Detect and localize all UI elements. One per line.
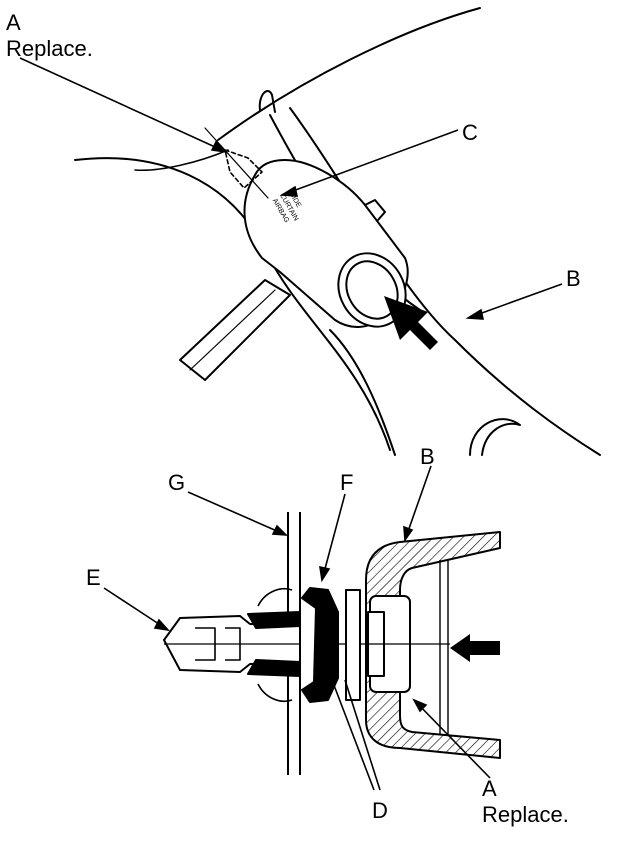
rotation-arc-lower xyxy=(257,683,293,702)
rotation-arc-upper xyxy=(257,588,293,607)
roof-edge-line xyxy=(217,7,481,141)
callout-labels: A Replace. C B B G F E D A Replace. xyxy=(6,10,581,827)
label-c: C xyxy=(462,120,478,145)
label-b-top: B xyxy=(566,266,581,291)
cover-b-section xyxy=(365,531,501,759)
grommet-f xyxy=(301,587,339,703)
push-arrow-top xyxy=(384,296,438,350)
label-f: F xyxy=(340,470,353,495)
retainer-arm-upper xyxy=(247,611,301,629)
top-illustration xyxy=(74,7,601,456)
label-a-bottom-text: Replace. xyxy=(482,802,569,827)
lower-panel-curve xyxy=(329,329,396,456)
label-a-top-letter: A xyxy=(6,10,21,35)
label-e: E xyxy=(86,565,101,590)
label-b-bottom: B xyxy=(420,444,435,469)
bottom-leader-lines xyxy=(103,465,491,791)
grab-handle-bar xyxy=(179,279,291,381)
top-leader-lines xyxy=(19,57,563,320)
panel-edge-line xyxy=(134,149,229,171)
bottom-illustration xyxy=(163,512,501,775)
clip-d-flange xyxy=(345,589,361,701)
upper-flap xyxy=(258,90,276,113)
label-a-top-text: Replace. xyxy=(6,36,93,61)
label-d: D xyxy=(372,798,388,823)
push-arrow-bottom xyxy=(450,634,500,662)
label-g: G xyxy=(168,470,185,495)
label-a-bottom-letter: A xyxy=(482,776,497,801)
door-hook xyxy=(469,418,521,456)
clip-dashed-outline xyxy=(224,149,263,189)
retainer-arm-lower xyxy=(247,659,301,677)
